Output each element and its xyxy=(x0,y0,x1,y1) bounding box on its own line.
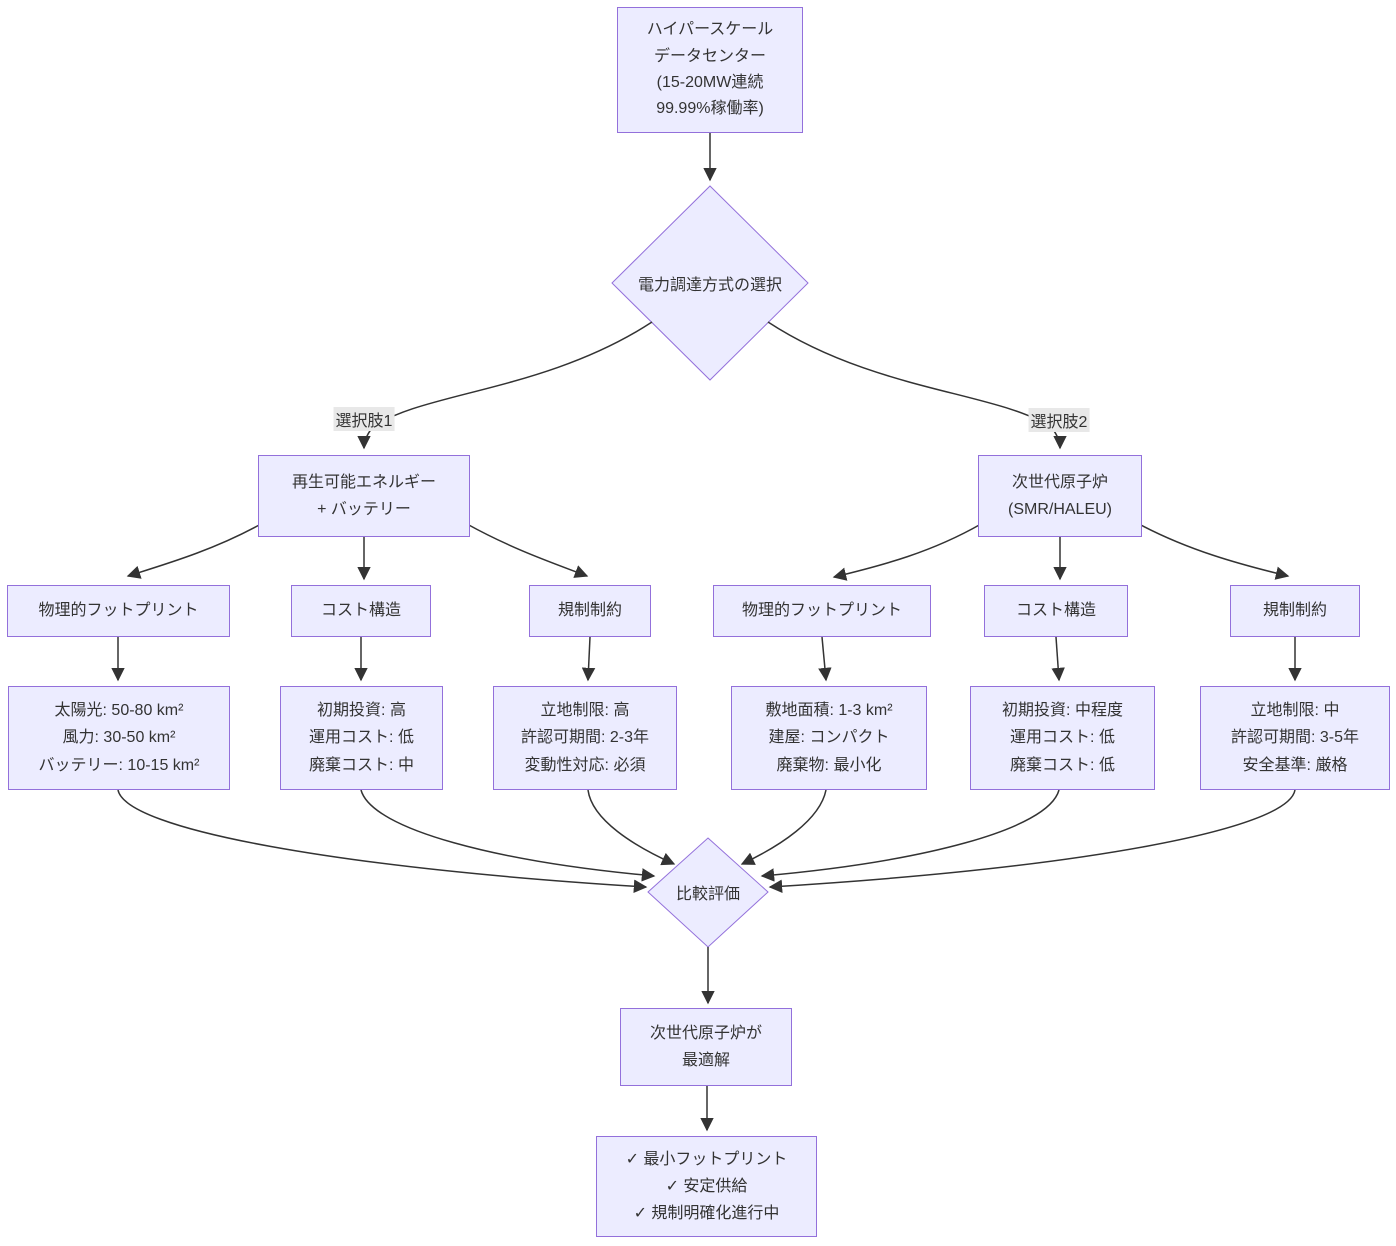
node-datacenter-line: データセンター xyxy=(653,47,766,65)
edge-nuc-footprint-detail xyxy=(818,636,832,682)
detail-line: 廃棄コスト: 低 xyxy=(1010,756,1115,774)
edge-label-option2: 選択肢2 xyxy=(1028,408,1090,432)
detail-line: 運用コスト: 低 xyxy=(1010,729,1115,747)
compare-diamond-shape xyxy=(647,837,769,948)
detail-line: 太陽光: 50-80 km² xyxy=(54,702,184,720)
edge-nuc-cost-detail xyxy=(1051,636,1065,682)
edge-decision-renewable xyxy=(357,321,653,450)
node-renewable-line: + バッテリー xyxy=(317,501,411,518)
detail-line: 初期投資: 高 xyxy=(317,702,406,720)
node-benefits: ✓ 最小フットプリント ✓ 安定供給 ✓ 規制明確化進行中 xyxy=(596,1136,817,1237)
node-nuclear-line: 次世代原子炉 xyxy=(1011,473,1108,491)
decision-diamond-shape xyxy=(611,185,809,381)
edge-decision-nuclear xyxy=(767,321,1067,450)
node-nuclear-line: (SMR/HALEU) xyxy=(1007,501,1112,518)
detail-line: 風力: 30-50 km² xyxy=(62,729,176,747)
edge-renewable-footprint xyxy=(126,523,262,579)
detail-line: 廃棄コスト: 中 xyxy=(309,756,414,774)
node-nuc-footprint: 物理的フットプリント xyxy=(713,585,931,637)
node-nuc-footprint-detail: 敷地面積: 1-3 km² 建屋: コンパクト 廃棄物: 最小化 xyxy=(731,686,927,790)
detail-line: 許認可期間: 2-3年 xyxy=(520,729,650,747)
node-ren-cost: コスト構造 xyxy=(291,585,431,637)
edge-renewable-reg xyxy=(466,523,589,578)
detail-line: 廃棄物: 最小化 xyxy=(776,756,882,774)
node-ren-reg-detail: 立地制限: 高 許認可期間: 2-3年 変動性対応: 必須 xyxy=(493,686,677,790)
benefit-line: ✓ 安定供給 xyxy=(665,1177,748,1195)
detail-line: 初期投資: 中程度 xyxy=(1002,702,1123,720)
edge-renfpdetail-compare xyxy=(117,789,648,893)
node-ren-cost-detail: 初期投資: 高 運用コスト: 低 廃棄コスト: 中 xyxy=(280,686,443,790)
edge-label-option1: 選択肢1 xyxy=(333,407,395,431)
detail-line: 建屋: コンパクト xyxy=(768,729,890,747)
benefit-line: ✓ 規制明確化進行中 xyxy=(633,1205,780,1223)
edge-nuclear-footprint xyxy=(832,523,982,581)
detail-line: 運用コスト: 低 xyxy=(309,729,414,747)
node-datacenter-line: 99.99%稼働率) xyxy=(656,100,764,118)
node-nuc-reg: 規制制約 xyxy=(1230,585,1360,637)
node-conclusion-line: 次世代原子炉が xyxy=(649,1024,762,1042)
edge-renregdetail-compare xyxy=(587,789,676,866)
node-nuclear: 次世代原子炉 (SMR/HALEU) xyxy=(978,455,1142,537)
edge-nuclear-reg xyxy=(1138,523,1290,580)
edge-nucregdetail-compare xyxy=(768,789,1296,893)
edge-rencostdetail-compare xyxy=(360,789,656,882)
edge-nucfpdetail-compare xyxy=(740,789,827,865)
node-renewable-line: 再生可能エネルギー xyxy=(291,473,436,491)
node-ren-footprint-detail: 太陽光: 50-80 km² 風力: 30-50 km² バッテリー: 10-1… xyxy=(8,686,230,790)
detail-line: 安全基準: 厳格 xyxy=(1242,756,1348,774)
node-conclusion-line: 最適解 xyxy=(681,1052,730,1069)
detail-line: 変動性対応: 必須 xyxy=(524,756,646,774)
node-conclusion: 次世代原子炉が 最適解 xyxy=(620,1008,792,1086)
edge-nuccostdetail-compare xyxy=(760,789,1060,882)
node-ren-reg: 規制制約 xyxy=(529,585,651,637)
node-nuc-cost-detail: 初期投資: 中程度 運用コスト: 低 廃棄コスト: 低 xyxy=(970,686,1155,790)
detail-line: 立地制限: 中 xyxy=(1250,702,1340,720)
edge-ren-reg-detail xyxy=(581,636,596,682)
detail-line: 許認可期間: 3-5年 xyxy=(1230,729,1360,747)
detail-line: バッテリー: 10-15 km² xyxy=(38,756,200,774)
detail-line: 立地制限: 高 xyxy=(540,702,630,720)
node-datacenter-line: (15-20MW連続 xyxy=(656,74,764,91)
node-ren-footprint: 物理的フットプリント xyxy=(7,585,230,637)
detail-line: 敷地面積: 1-3 km² xyxy=(765,702,893,720)
node-datacenter: ハイパースケール データセンター (15-20MW連続 99.99%稼働率) xyxy=(617,7,803,133)
benefit-line: ✓ 最小フットプリント xyxy=(625,1150,788,1168)
node-datacenter-line: ハイパースケール xyxy=(646,21,774,39)
node-nuc-cost: コスト構造 xyxy=(984,585,1128,637)
node-nuc-reg-detail: 立地制限: 中 許認可期間: 3-5年 安全基準: 厳格 xyxy=(1200,686,1390,790)
node-renewable: 再生可能エネルギー + バッテリー xyxy=(258,455,470,537)
